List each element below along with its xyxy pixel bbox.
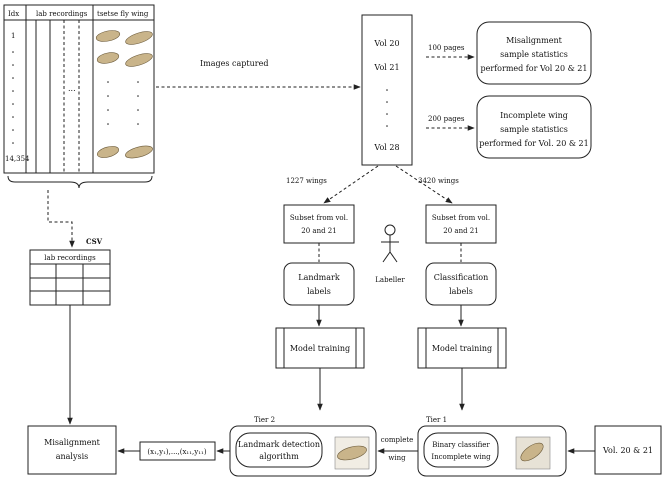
coordinates-box: (x₁,y₁),...,(x₁₁,y₁₁): [139, 441, 216, 461]
table-header-idx: Idx: [8, 10, 19, 18]
wings-3420-label: 3420 wings: [418, 177, 459, 185]
wings-1227-arrow: [323, 165, 379, 204]
idx-dots: [12, 51, 14, 144]
volume-box: Vol 20 Vol 21 Vol 28: [361, 14, 413, 166]
csv-arrow: [47, 190, 75, 248]
tier2-wing-icon: [337, 445, 367, 461]
pages-200-label: 200 pages: [428, 115, 465, 123]
table-idx-first: 1: [11, 32, 15, 40]
model-training-right-label: Model training: [432, 344, 492, 353]
subset-left-line-2: 20 and 21: [301, 227, 336, 235]
table-header-wing: tsetse fly wing: [97, 10, 149, 18]
model-training-left-label: Model training: [290, 344, 350, 353]
subset-right-line-1: Subset from vol.: [432, 214, 490, 222]
lab-table-title: lab recordings: [44, 254, 96, 262]
incomplete-stats-line-3: performed for Vol. 20 & 21: [479, 139, 588, 148]
table-idx-last: 14,354: [5, 155, 30, 163]
wings-1227-label: 1227 wings: [286, 177, 327, 185]
classification-labels-line-2: labels: [449, 287, 473, 296]
analysis-line-1: Misalignment: [44, 438, 100, 447]
tier1-label: Tier 1: [426, 416, 447, 424]
landmark-labels-line-2: labels: [307, 287, 331, 296]
source-table: Idx lab recordings tsetse fly wing 1 14,…: [3, 4, 155, 189]
vol-input-box: Vol. 20 & 21: [594, 425, 662, 475]
vol-input-label: Vol. 20 & 21: [602, 446, 653, 455]
table-brace: [7, 175, 153, 189]
misalignment-stats-line-1: Misalignment: [506, 36, 562, 45]
classification-labels-line-1: Classification: [434, 273, 489, 282]
wing-thumbnails: [95, 30, 153, 159]
incomplete-stats-line-2: sample statistics: [500, 125, 568, 134]
misalignment-stats-line-3: performed for Vol 20 & 21: [481, 64, 588, 73]
binary-classifier-line-1: Binary classifier: [432, 441, 490, 449]
model-training-right-box: Model training: [417, 327, 507, 369]
vol-last: Vol 28: [373, 143, 399, 152]
vol-first: Vol 20: [373, 39, 399, 48]
incomplete-stats-line-1: Incomplete wing: [500, 111, 568, 120]
labeller-label: Labeller: [375, 276, 405, 284]
misalignment-analysis-box: Misalignment analysis: [27, 425, 117, 475]
binary-classifier-box: [423, 432, 499, 468]
misalignment-stats-line-2: sample statistics: [500, 50, 568, 59]
landmark-labels-box: Landmark labels: [283, 262, 355, 306]
subset-right-box: Subset from vol. 20 and 21: [425, 204, 497, 244]
table-header-lab: lab recordings: [36, 10, 88, 18]
complete-wing-line-2: wing: [388, 454, 406, 462]
classification-labels-box: Classification labels: [425, 262, 497, 306]
csv-label: CSV: [86, 237, 103, 246]
landmark-labels-line-1: Landmark: [298, 273, 340, 282]
tier2-label: Tier 2: [254, 416, 275, 424]
vol-second: Vol 21: [373, 63, 399, 72]
complete-wing-line-1: complete: [381, 436, 414, 444]
model-training-left-box: Model training: [275, 327, 365, 369]
labeller-icon: [381, 224, 399, 263]
misalignment-stats-box: Misalignment sample statistics performed…: [476, 21, 592, 85]
subset-left-box: Subset from vol. 20 and 21: [283, 204, 355, 244]
vol-dots: [386, 89, 388, 127]
tier1-container: Binary classifier Incomplete wing: [417, 425, 567, 477]
coordinates-label: (x₁,y₁),...,(x₁₁,y₁₁): [147, 448, 206, 456]
landmark-detection-box: [235, 432, 323, 468]
tier1-wing-icon: [520, 442, 544, 462]
images-captured-label: Images captured: [200, 59, 268, 68]
pages-100-label: 100 pages: [428, 44, 465, 52]
table-ellipsis: ...: [68, 84, 76, 93]
subset-right-line-2: 20 and 21: [443, 227, 478, 235]
binary-classifier-line-2: Incomplete wing: [431, 453, 491, 461]
subset-left-line-1: Subset from vol.: [290, 214, 348, 222]
landmark-detection-line-1: Landmark detection: [238, 440, 320, 449]
wings-3420-arrow: [395, 165, 453, 204]
wing-dots: [107, 81, 139, 125]
landmark-detection-line-2: algorithm: [259, 452, 299, 461]
incomplete-stats-box: Incomplete wing sample statistics perfor…: [476, 95, 592, 159]
lab-recordings-table: lab recordings: [29, 249, 111, 306]
tier2-container: Landmark detection algorithm: [229, 425, 377, 477]
analysis-line-2: analysis: [56, 452, 89, 461]
